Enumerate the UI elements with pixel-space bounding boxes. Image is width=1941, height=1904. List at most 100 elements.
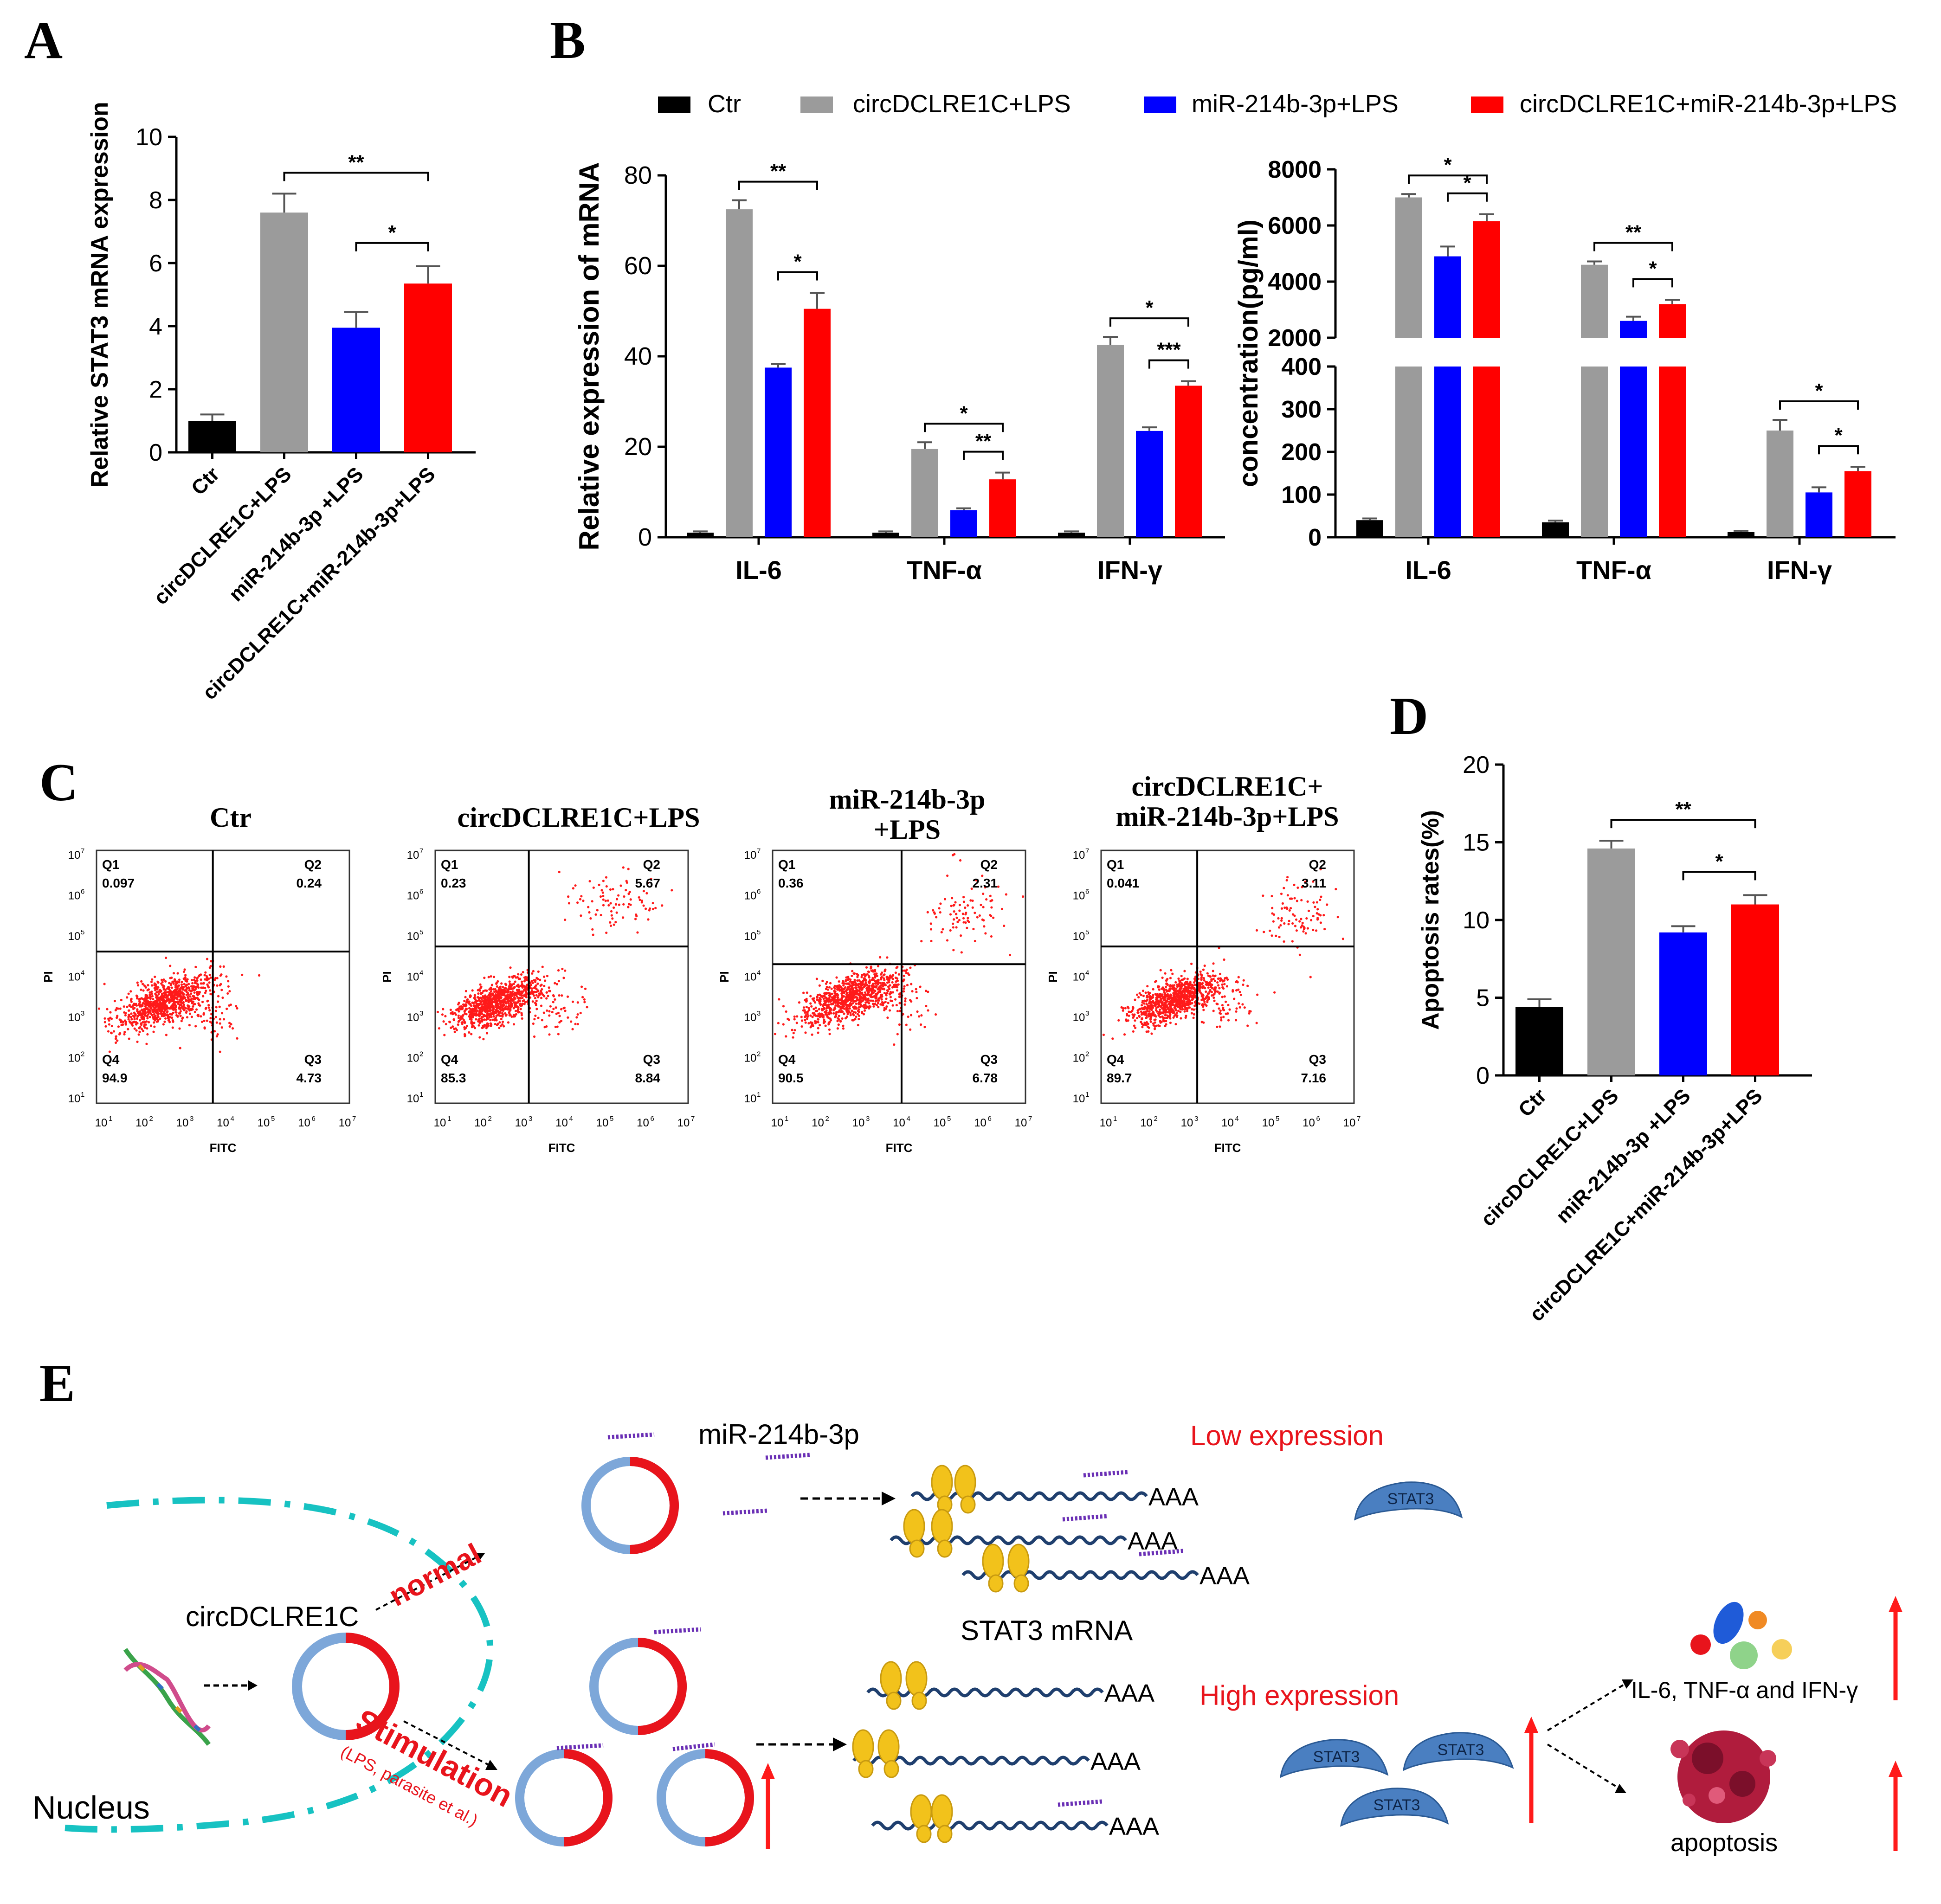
poly-a-label: AAA — [1104, 1679, 1154, 1707]
event-dot — [149, 1024, 153, 1027]
event-dot — [1286, 894, 1289, 897]
event-dot — [870, 988, 872, 991]
event-dot — [164, 1017, 167, 1020]
flow-plot-title: Ctr — [210, 802, 251, 833]
event-dot — [1148, 997, 1151, 1000]
event-dot — [196, 994, 199, 997]
event-dot — [1142, 1007, 1145, 1010]
error-bar-0-2 — [771, 363, 786, 368]
event-dot — [1170, 1007, 1173, 1010]
event-dot — [644, 907, 647, 910]
event-dot — [926, 911, 929, 913]
event-dot — [542, 1011, 545, 1014]
event-dot — [558, 1021, 561, 1024]
event-dot — [1237, 988, 1240, 991]
event-dot — [162, 998, 165, 1001]
event-dot — [1166, 1011, 1168, 1014]
event-dot — [825, 982, 827, 985]
event-dot — [513, 987, 516, 990]
event-dot — [470, 1022, 473, 1025]
event-dot — [189, 998, 192, 1001]
event-dot — [1128, 1014, 1130, 1017]
event-dot — [880, 993, 883, 996]
x-tick-exponent: 4 — [569, 1115, 573, 1123]
event-dot — [823, 1020, 826, 1023]
event-dot — [128, 1015, 130, 1018]
event-dot — [143, 984, 146, 987]
event-dot — [538, 992, 541, 995]
event-dot — [1179, 1002, 1181, 1005]
event-dot — [886, 991, 889, 995]
event-dot — [599, 895, 602, 898]
event-dot — [785, 1035, 787, 1038]
event-dot — [1159, 993, 1162, 996]
event-dot — [870, 967, 872, 970]
event-dot — [123, 1031, 126, 1034]
event-dot — [1198, 982, 1201, 985]
event-dot — [1287, 923, 1290, 926]
event-dot — [1239, 993, 1242, 996]
event-dot — [1221, 1004, 1224, 1007]
event-dot — [580, 985, 583, 988]
event-dot — [819, 1000, 822, 1003]
event-dot — [1326, 903, 1328, 906]
event-dot — [525, 996, 528, 998]
y-tick-label: 60 — [624, 252, 652, 280]
flow-plot-title: miR-214b-3p — [829, 784, 986, 815]
event-dot — [1182, 1001, 1185, 1004]
event-dot — [1154, 1014, 1156, 1016]
event-dot — [903, 1003, 906, 1006]
event-dot — [876, 974, 878, 978]
event-dot — [135, 1004, 138, 1007]
x-tick-label: 10 — [1343, 1117, 1356, 1129]
sig-0-label: ** — [1675, 798, 1691, 821]
event-dot — [164, 956, 168, 959]
event-dot — [1157, 996, 1160, 998]
event-dot — [1137, 996, 1140, 999]
event-dot — [1174, 1009, 1177, 1012]
event-dot — [1159, 1000, 1161, 1003]
event-dot — [1193, 984, 1196, 986]
event-dot — [872, 989, 875, 991]
event-dot — [1316, 917, 1319, 920]
q3-name: Q3 — [980, 1052, 998, 1067]
event-dot — [532, 1022, 535, 1025]
event-dot — [181, 1001, 184, 1004]
event-dot — [514, 1010, 517, 1012]
event-dot — [1304, 881, 1307, 883]
event-dot — [1212, 994, 1215, 997]
event-dot — [880, 978, 883, 981]
event-dot — [579, 898, 582, 901]
y-tick-exponent: 6 — [81, 888, 84, 896]
event-dot — [1161, 1001, 1164, 1003]
bar-1-0 — [872, 533, 899, 537]
event-dot — [1168, 990, 1171, 992]
event-dot — [576, 1001, 579, 1004]
event-dot — [1219, 991, 1221, 994]
event-dot — [1102, 1033, 1105, 1036]
event-dot — [112, 1030, 116, 1033]
event-dot — [1249, 1010, 1252, 1013]
event-dot — [155, 991, 158, 994]
event-dot — [1213, 975, 1216, 978]
event-dot — [481, 991, 484, 994]
event-dot — [1286, 876, 1289, 879]
event-dot — [1214, 986, 1217, 989]
event-dot — [185, 993, 188, 996]
event-dot — [492, 1006, 495, 1010]
bar-1-1 — [911, 449, 938, 537]
event-dot — [1341, 938, 1344, 940]
cytokines-label: IL-6, TNF-α and IFN-γ — [1631, 1677, 1858, 1703]
event-dot — [850, 1000, 853, 1003]
event-dot — [1307, 909, 1310, 912]
y-tick-exponent: 3 — [757, 1010, 761, 1017]
event-dot — [916, 997, 918, 1000]
event-dot — [813, 1014, 816, 1016]
event-dot — [802, 1009, 805, 1012]
event-dot — [1180, 1008, 1184, 1011]
legend-swatch-ctr — [658, 96, 690, 113]
y-tick-exponent: 4 — [419, 969, 423, 977]
event-dot — [157, 986, 160, 989]
event-dot — [1237, 976, 1240, 978]
